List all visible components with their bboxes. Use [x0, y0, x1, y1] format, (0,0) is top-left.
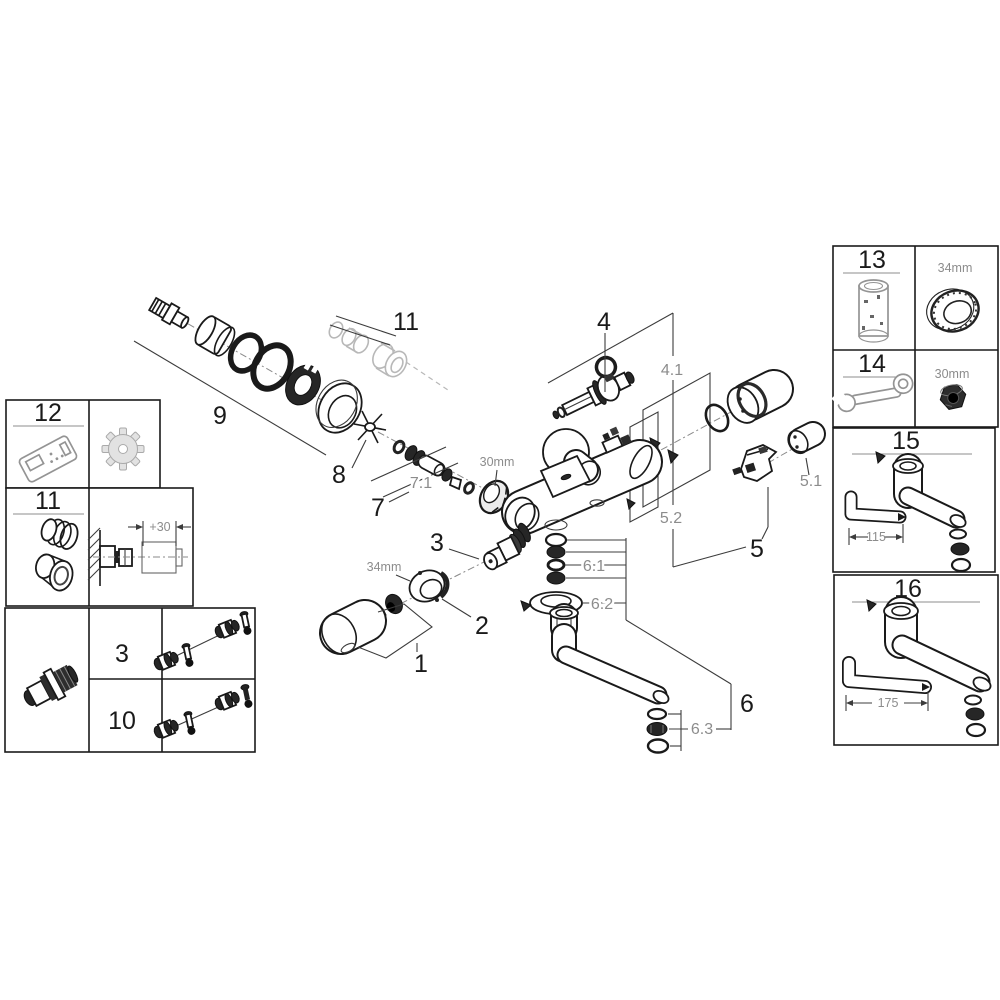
exploded-view: 9 11 8	[133, 296, 826, 754]
box-15-dimension: 115	[866, 530, 886, 544]
cap-nut-icon	[939, 384, 967, 410]
label-part-5-2: 5.2	[660, 510, 682, 527]
callout-box-15: 15 115	[832, 427, 996, 573]
castellated-nut	[285, 361, 321, 406]
label-part-6-1: 6.1	[583, 558, 605, 575]
label-part-5: 5	[750, 535, 764, 563]
label-part-4: 4	[597, 308, 611, 336]
part-9-union-set: 9	[133, 296, 363, 456]
spout-long-icon: 175	[842, 596, 992, 738]
part-8-handle-star: 8	[332, 410, 387, 489]
screw	[626, 498, 636, 511]
o-ring	[250, 342, 294, 392]
label-part-5-1: 5.1	[800, 473, 822, 490]
faucet-body	[501, 426, 663, 535]
wall-extension-icon: +30	[87, 518, 191, 586]
screw	[520, 600, 532, 612]
box-11-dimension: +30	[149, 520, 170, 534]
part-1-handle-knob: 1	[319, 593, 433, 678]
label-dim-34mm: 34mm	[367, 560, 402, 574]
check-valve-icon	[23, 664, 79, 708]
screw	[866, 599, 877, 613]
callout-box-3-10: 3 10	[4, 607, 256, 753]
label-part-6: 6	[740, 690, 754, 718]
screw	[667, 449, 679, 465]
label-part-1: 1	[414, 650, 428, 678]
o-ring	[704, 403, 730, 433]
label-part-6-2: 6.2	[591, 596, 613, 613]
bushing-icon	[35, 518, 79, 592]
valve-and-screw-icon	[153, 611, 253, 739]
box-16-dimension: 175	[878, 696, 899, 710]
label-part-4-1: 4.1	[661, 362, 683, 379]
screw	[875, 451, 886, 465]
label-part-3: 3	[430, 529, 444, 557]
part-11-ghost-group: 11	[328, 308, 419, 378]
box-14-number: 14	[858, 350, 886, 378]
remote-control-icon	[18, 435, 78, 483]
box-12-number: 12	[34, 399, 62, 427]
ring-nut-icon	[926, 288, 980, 333]
callout-box-12: 12	[5, 399, 161, 489]
label-part-11: 11	[393, 308, 419, 336]
label-part-8: 8	[332, 461, 346, 489]
callout-box-11: 11	[5, 487, 194, 607]
part-3-thermostat-cartridge: 3	[430, 522, 531, 571]
box-3-row-number: 3	[115, 640, 129, 668]
box-13-dimension: 34mm	[938, 261, 973, 275]
wrench-icon	[831, 373, 914, 413]
label-part-2: 2	[475, 612, 489, 640]
box-10-row-number: 10	[108, 707, 136, 735]
box-14-dimension: 30mm	[935, 367, 970, 381]
spout-short-icon: 115	[844, 451, 972, 573]
box-15-number: 15	[892, 427, 920, 455]
box-11-number: 11	[35, 487, 61, 515]
label-part-6-3: 6.3	[691, 721, 713, 738]
part-5-group: 5.1 5	[704, 369, 826, 563]
gear-icon	[101, 427, 145, 471]
callout-box-16: 16 175	[833, 574, 999, 746]
part-7-cartridge-set: 7.1 7	[370, 439, 475, 522]
label-dim-30mm: 30mm	[480, 455, 515, 469]
label-part-7-1: 7.1	[410, 475, 432, 492]
label-part-7: 7	[371, 494, 385, 522]
escutcheon-dome	[315, 379, 363, 434]
part-6-spout-group: 6.1 6.2 6	[520, 532, 754, 754]
label-part-9: 9	[213, 402, 227, 430]
box-13-number: 13	[858, 246, 886, 274]
cap-nut-30mm: 30mm	[478, 455, 515, 515]
part-2-escutcheon-ring: 34mm 2	[367, 560, 489, 640]
callout-box-13-14: 13 34mm 14 30mm	[831, 245, 999, 428]
socket-tool-icon	[858, 279, 889, 343]
